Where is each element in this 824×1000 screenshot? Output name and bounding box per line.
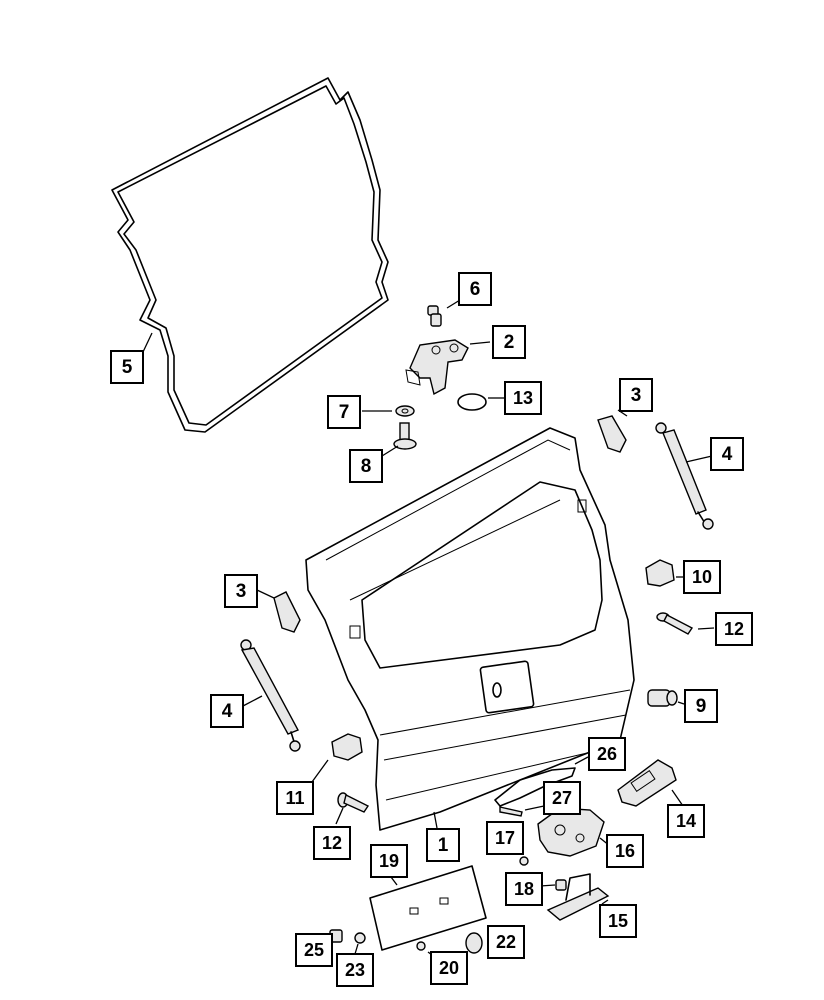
liftgate-hinge (405, 339, 491, 396)
handle-bracket (494, 756, 589, 807)
push-pin-left (335, 792, 370, 825)
callout-11: 11 (276, 781, 314, 815)
callout-7: 7 (327, 395, 361, 429)
callout-14: 14 (667, 804, 705, 838)
release-switch (647, 689, 685, 707)
callout-17: 17 (486, 821, 524, 855)
callout-12-left: 12 (313, 826, 351, 860)
callout-26: 26 (588, 737, 626, 771)
callout-10: 10 (683, 560, 721, 594)
round-plug (465, 932, 483, 954)
callout-9: 9 (684, 689, 718, 723)
callout-6: 6 (458, 272, 492, 306)
callout-25: 25 (295, 933, 333, 967)
hole-plug (457, 393, 504, 411)
push-pin-right (656, 612, 715, 635)
callout-5: 5 (110, 350, 144, 384)
washer (362, 405, 415, 417)
callout-27: 27 (543, 781, 581, 815)
callout-22: 22 (487, 925, 525, 959)
ball-stud (381, 422, 417, 457)
latch-striker (546, 873, 610, 921)
small-screw (519, 856, 529, 866)
callout-15: 15 (599, 904, 637, 938)
callout-13: 13 (504, 381, 542, 415)
callout-18: 18 (505, 872, 543, 906)
callout-3-lower: 3 (224, 574, 258, 608)
callout-19: 19 (370, 844, 408, 878)
liftgate-panel (305, 427, 635, 831)
latch-screw (499, 805, 545, 817)
fastener (354, 932, 366, 955)
bumper-right (645, 559, 684, 587)
liftgate-latch (537, 807, 611, 857)
callout-16: 16 (606, 834, 644, 868)
weatherstrip-seal (111, 77, 389, 433)
callout-2: 2 (492, 325, 526, 359)
callout-8: 8 (349, 449, 383, 483)
callout-12-right: 12 (715, 612, 753, 646)
bumper-left (311, 733, 363, 783)
callout-1: 1 (426, 828, 460, 862)
callout-20: 20 (430, 951, 468, 985)
callout-23: 23 (336, 953, 374, 987)
gas-strut-right (655, 422, 714, 530)
handle-assembly (617, 759, 684, 807)
gas-strut-left (240, 639, 301, 752)
callout-4-right: 4 (710, 437, 744, 471)
callout-4-left: 4 (210, 694, 244, 728)
striker-bolt (539, 879, 567, 891)
license-plate-bracket (369, 865, 487, 951)
strut-bracket-right (597, 409, 628, 453)
strut-bracket-left (256, 589, 301, 633)
hinge-bolt (427, 299, 461, 327)
callout-3-upper: 3 (619, 378, 653, 412)
